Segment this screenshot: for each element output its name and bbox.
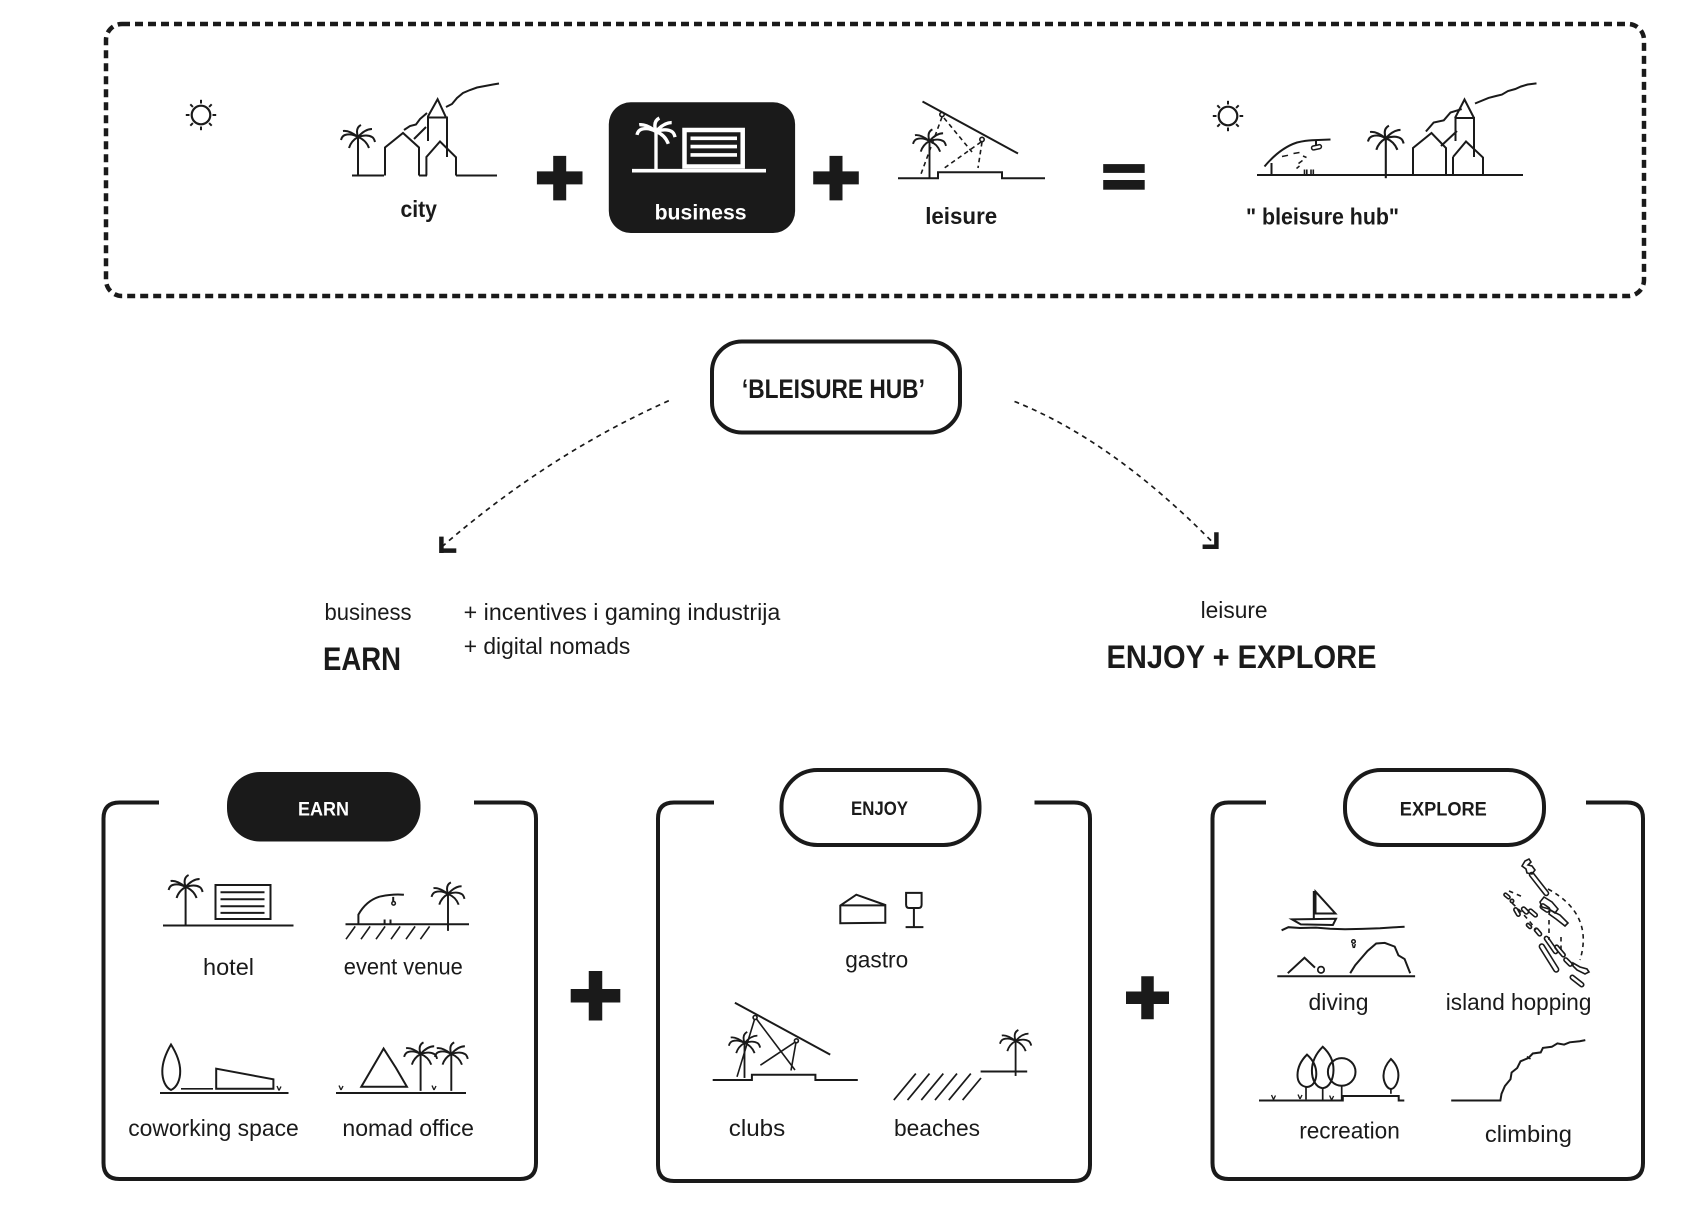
svg-text:ENJOY: ENJOY	[851, 799, 908, 820]
svg-text:diving: diving	[1309, 989, 1369, 1015]
svg-text:+ digital nomads: + digital nomads	[464, 633, 631, 659]
svg-text:business: business	[655, 201, 747, 224]
svg-text:event venue: event venue	[344, 954, 463, 980]
svg-text:business: business	[325, 599, 412, 625]
svg-text:" bleisure hub": " bleisure hub"	[1246, 204, 1399, 230]
svg-text:island hopping: island hopping	[1446, 989, 1592, 1015]
svg-text:climbing: climbing	[1485, 1121, 1572, 1147]
svg-text:nomad office: nomad office	[342, 1115, 474, 1141]
svg-text:gastro: gastro	[845, 947, 908, 973]
svg-text:EXPLORE: EXPLORE	[1400, 800, 1487, 821]
svg-text:coworking space: coworking space	[128, 1115, 299, 1141]
svg-text:ENJOY + EXPLORE: ENJOY + EXPLORE	[1107, 639, 1377, 675]
svg-text:recreation: recreation	[1299, 1118, 1400, 1144]
svg-text:hotel: hotel	[203, 954, 254, 980]
svg-text:city: city	[400, 196, 437, 222]
svg-text:clubs: clubs	[729, 1115, 786, 1141]
svg-text:‘BLEISURE HUB’: ‘BLEISURE HUB’	[742, 374, 925, 404]
svg-text:beaches: beaches	[894, 1115, 980, 1141]
svg-text:+ incentives i gaming industri: + incentives i gaming industrija	[464, 599, 781, 625]
svg-text:leisure: leisure	[1201, 597, 1268, 623]
svg-text:leisure: leisure	[925, 203, 997, 229]
svg-text:EARN: EARN	[298, 799, 349, 820]
svg-text:EARN: EARN	[323, 641, 401, 677]
